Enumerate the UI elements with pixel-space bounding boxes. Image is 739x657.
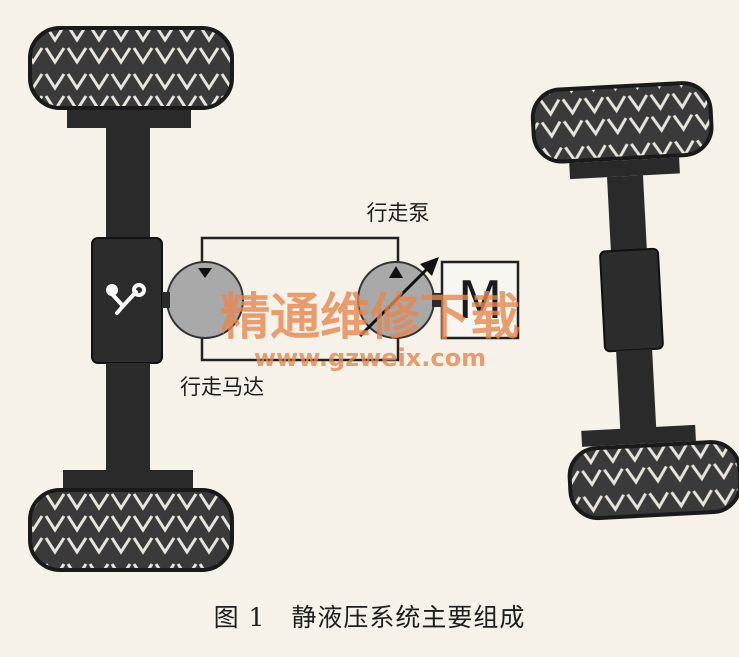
pump-variable-arrow-icon — [358, 257, 439, 338]
figure-caption: 图 1 静液压系统主要组成 — [0, 598, 739, 634]
electric-motor-box — [440, 260, 520, 340]
figure-number: 图 1 — [213, 603, 266, 632]
left-top-hub — [67, 110, 191, 128]
left-axle-assembly — [28, 26, 234, 572]
right-top-hub — [569, 157, 680, 180]
motor-flow-arrow-icon — [198, 268, 212, 278]
motor-to-differential-shaft — [162, 292, 170, 308]
left-bottom-hub — [63, 470, 193, 488]
right-bottom-hub — [581, 424, 696, 447]
left-bottom-tire — [28, 488, 234, 572]
right-top-tire — [530, 81, 714, 164]
hydraulic-circuit: M 行走泵 行走马达 — [162, 201, 520, 399]
watermark-url: www.gzweix.com — [254, 344, 486, 372]
hydraulic-motor-symbol-icon — [106, 283, 146, 315]
right-axle-assembly — [530, 81, 739, 521]
travel-motor-label: 行走马达 — [180, 375, 264, 399]
electric-motor-label: M — [458, 271, 503, 331]
right-lower-axle — [616, 349, 657, 431]
lower-hydraulic-line — [200, 338, 400, 362]
right-upper-axle — [607, 175, 647, 254]
left-lower-axle — [106, 363, 150, 473]
pump-flow-arrow-icon — [389, 266, 403, 278]
left-upper-axle — [106, 128, 150, 238]
upper-hydraulic-line — [200, 236, 400, 262]
left-top-tire — [28, 26, 234, 110]
right-bottom-tire — [567, 440, 739, 521]
right-differential — [599, 247, 664, 353]
pump-drive-shaft — [432, 293, 442, 307]
watermark: 精通维修下载 www.gzweix.com — [220, 288, 520, 372]
figure-title: 静液压系统主要组成 — [291, 603, 526, 632]
watermark-chinese: 精通维修下载 — [220, 288, 520, 346]
travel-pump-label: 行走泵 — [367, 201, 430, 225]
